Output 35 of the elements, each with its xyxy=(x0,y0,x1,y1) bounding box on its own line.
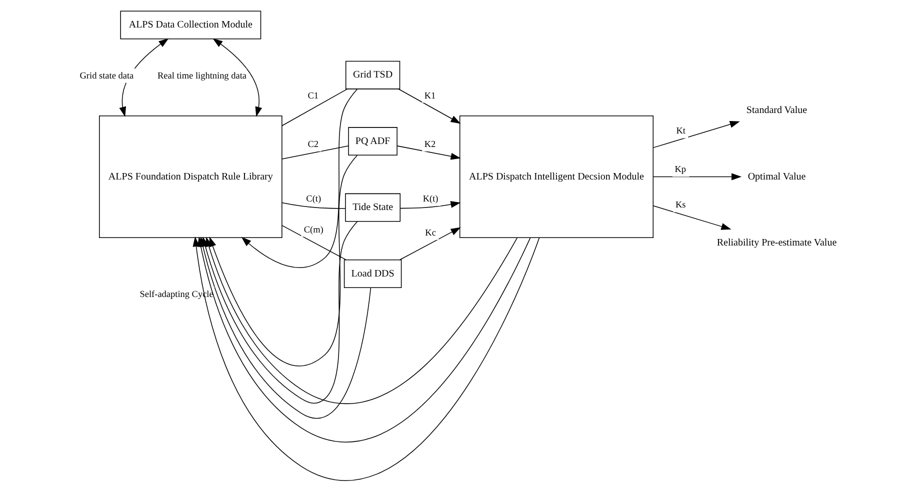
arrow xyxy=(118,38,168,117)
arrow xyxy=(652,120,740,148)
edge-label: Kp xyxy=(674,164,686,174)
node-box: ALPS Foundation Dispatch Rule Library xyxy=(98,116,282,238)
edge-label: Real time lightning data xyxy=(157,70,246,80)
edge-label: C2 xyxy=(307,138,318,149)
edge-label: K2 xyxy=(424,138,436,149)
arrow xyxy=(400,200,460,209)
node-text: Standard Value xyxy=(746,105,807,116)
node-box: ALPS Dispatch Intelligent Decsion Module xyxy=(458,116,654,238)
arrow xyxy=(652,205,731,230)
arrow xyxy=(396,146,460,160)
connector xyxy=(281,146,348,160)
edge-label: Kc xyxy=(424,227,436,238)
edge-label: Grid state data xyxy=(79,70,134,80)
arrow xyxy=(398,227,460,260)
node-box: ALPS Data Collection Module xyxy=(120,10,261,40)
node-box: Tide State xyxy=(344,193,400,222)
node-box: PQ ADF xyxy=(348,127,397,156)
edge-label: C(t) xyxy=(306,193,321,204)
arrow xyxy=(652,173,742,180)
edge-label: C(m) xyxy=(303,224,323,234)
edge-label: C1 xyxy=(307,90,318,100)
node-text: Reliability Pre-estimate Value xyxy=(716,238,836,249)
node-box: Load DDS xyxy=(343,260,402,288)
node-box: Grid TSD xyxy=(344,60,400,90)
connector xyxy=(281,202,346,209)
edge-label: K(t) xyxy=(422,193,438,204)
edge-label: K1 xyxy=(424,90,436,100)
connector xyxy=(281,225,346,260)
edge-label: Kt xyxy=(676,126,685,136)
edge-label: Ks xyxy=(674,200,686,210)
arrow xyxy=(212,38,262,117)
node-text: Optimal Value xyxy=(747,171,806,182)
arrow xyxy=(398,88,460,124)
